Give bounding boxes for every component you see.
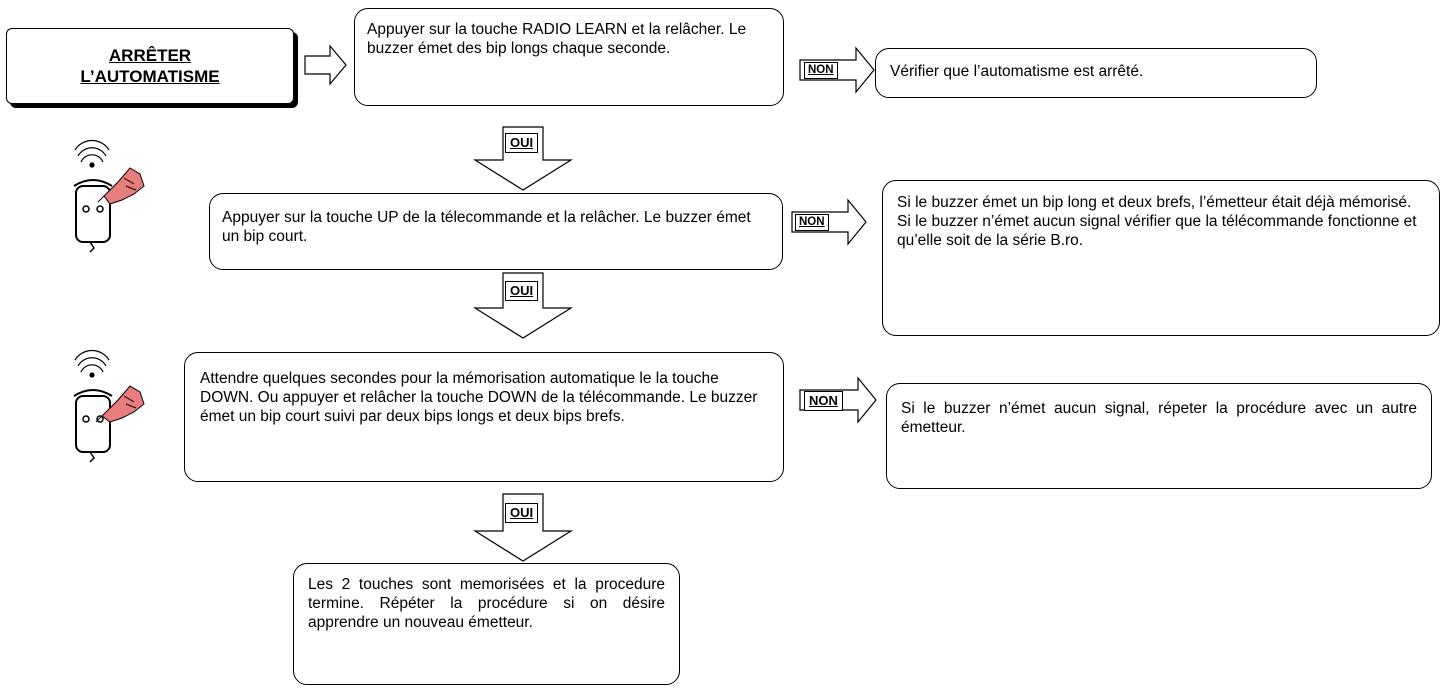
- no-branch-1-text: Vérifier que l’automatisme est arrêté.: [890, 63, 1144, 80]
- right-arrow-icon: [791, 198, 867, 246]
- yes-label-1: OUI: [505, 133, 539, 153]
- hand-pressing-icon: [95, 385, 145, 423]
- hand-pressing-icon: [97, 167, 145, 205]
- signal-waves-icon: [74, 350, 110, 378]
- no-branch-2-box: Si le buzzer émet un bip long et deux br…: [882, 180, 1440, 336]
- remote-control-icon: [73, 140, 145, 253]
- signal-waves-icon: [74, 140, 110, 168]
- step-3-box: Attendre quelques secondes pour la mémor…: [184, 352, 784, 482]
- down-arrow-icon: [472, 493, 574, 562]
- title-box: ARRÊTER L’AUTOMATISME: [6, 28, 294, 104]
- step-2-text: Appuyer sur la touche UP de la télecomma…: [222, 209, 751, 245]
- right-arrow-icon: [304, 44, 347, 86]
- no-label-1: NON: [804, 62, 838, 79]
- step-1-box: Appuyer sur la touche RADIO LEARN et la …: [354, 8, 784, 106]
- no-branch-3-box: Si le buzzer n’émet aucun signal, répete…: [886, 383, 1432, 489]
- down-arrow-icon: [472, 126, 574, 191]
- title-line-1: ARRÊTER: [108, 46, 192, 65]
- down-arrow-icon: [472, 272, 574, 339]
- no-label-3: NON: [804, 391, 843, 411]
- yes-label-2: OUI: [505, 281, 539, 301]
- no-branch-1-box: Vérifier que l’automatisme est arrêté.: [875, 48, 1317, 98]
- yes-label-3: OUI: [505, 503, 539, 523]
- title-line-2: L’AUTOMATISME: [80, 67, 220, 86]
- remote-control-icon: [73, 350, 145, 463]
- no-branch-3-text: Si le buzzer n’émet aucun signal, répete…: [901, 400, 1417, 436]
- step-2-box: Appuyer sur la touche UP de la télecomma…: [209, 193, 783, 270]
- no-branch-2-text: Si le buzzer émet un bip long et deux br…: [897, 194, 1417, 249]
- step-4-box: Les 2 touches sont memorisées et la proc…: [293, 563, 680, 685]
- step-3-text: Attendre quelques secondes pour la mémor…: [200, 370, 758, 425]
- no-label-2: NON: [795, 214, 829, 231]
- step-1-text: Appuyer sur la touche RADIO LEARN et la …: [367, 21, 747, 57]
- step-4-text: Les 2 touches sont memorisées et la proc…: [308, 576, 665, 631]
